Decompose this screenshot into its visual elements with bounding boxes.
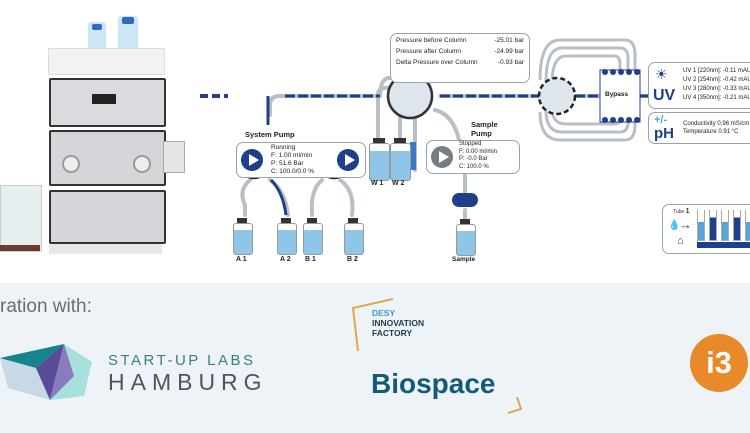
pressure-row: Delta Pressure over Column-0.93 bar — [396, 59, 524, 66]
sample-pump-panel: Stopped F: 0.00 ml/min P: -0.0 Bar C: 10… — [426, 140, 520, 174]
bottle-icon — [369, 143, 390, 181]
bottle-icon — [277, 223, 297, 255]
tube — [745, 210, 750, 241]
ph-sign: +/- — [654, 114, 668, 126]
uv-readout: UV 1 [220nm]: -0.11 mAU UV 2 [254nm]: -0… — [683, 68, 750, 101]
solvent-tray — [48, 48, 165, 75]
bypass-label: Bypass — [604, 91, 630, 98]
desy-logo-text: DESY INNOVATION FACTORY — [372, 308, 425, 338]
pump-module — [49, 190, 166, 244]
ph-panel: +/- pH Conductivity 0.96 mS/cm Temperatu… — [648, 112, 750, 144]
system-pump-readout: Running F: 1.00 ml/min P: 51.6 Bar C: 10… — [271, 144, 314, 175]
ph-label: pH — [654, 125, 674, 142]
fraction-collector-panel: Tube 1 💧 → ⌂ — [662, 204, 750, 254]
instrument-base — [49, 244, 162, 254]
solvent-bottle-icon — [118, 16, 138, 50]
biospace-logo-text: Biospace — [371, 368, 496, 399]
uv-panel: ☀ UV UV 1 [220nm]: -0.11 mAU UV 2 [254nm… — [648, 62, 750, 109]
sample-loop-icon — [452, 193, 478, 207]
system-pump-title: System Pump — [245, 130, 295, 139]
diagram-area: Bypass Pressure before Column-25.01 bar … — [0, 16, 750, 263]
bottle-icon — [456, 224, 476, 256]
bottle-cap-icon — [122, 17, 134, 24]
valve-icon — [133, 155, 151, 173]
bottle-icon — [303, 223, 323, 255]
desy-bracket-logo — [351, 298, 394, 352]
sample-pump-title: Sample Pump — [471, 120, 498, 138]
valve-icon — [62, 155, 80, 173]
uv-light-icon: ☀ — [655, 66, 668, 82]
sample-pump-readout: Stopped F: 0.00 ml/min P: -0.0 Bar C: 10… — [459, 141, 498, 170]
play-button-a[interactable] — [241, 149, 263, 171]
tube — [733, 210, 741, 241]
bottle-cap-icon — [281, 218, 291, 223]
tube — [697, 210, 705, 241]
pressure-row: Pressure before Column-25.01 bar — [396, 37, 524, 44]
system-pump-panel: Running F: 1.00 ml/min P: 51.6 Bar C: 10… — [236, 142, 366, 178]
tube — [709, 210, 717, 241]
fraction-collector-image — [0, 185, 42, 252]
i3-logo: i3 — [690, 334, 748, 392]
biospace-bracket-icon — [507, 396, 523, 414]
sample-pump-play-button[interactable] — [431, 146, 453, 168]
home-icon[interactable]: ⌂ — [677, 235, 684, 247]
bottle-icon — [233, 223, 253, 255]
pressure-panel: Pressure before Column-25.01 bar Pressur… — [390, 33, 530, 83]
tube-rack — [697, 210, 750, 241]
bottle-icon — [390, 143, 411, 181]
bottle-cap-icon — [237, 218, 247, 223]
bottle-cap-icon — [348, 218, 358, 223]
collector-progress-bar — [697, 242, 750, 248]
collaboration-text: ration with: — [0, 296, 92, 317]
bottle-cap-icon — [307, 218, 317, 223]
bottle-cap-icon — [394, 138, 406, 143]
bottle-icon — [344, 223, 364, 255]
ph-readout: Conductivity 0.96 mS/cm Temperature 0.91… — [683, 121, 750, 135]
detector-window — [92, 94, 116, 104]
drop-icon: 💧 — [668, 220, 681, 231]
tube-label: Tube 1 — [673, 208, 690, 215]
bottle-cap-icon — [92, 24, 102, 30]
partners-footer — [0, 283, 750, 433]
pressure-row: Pressure after Column-24.99 bar — [396, 48, 524, 55]
startup-labs-logo — [0, 344, 92, 400]
tube — [721, 210, 729, 241]
uv-label: UV — [653, 87, 676, 104]
bottle-cap-icon — [373, 138, 385, 143]
side-controller — [163, 141, 185, 173]
startup-labs-line2: HAMBURG — [108, 369, 268, 395]
bottle-cap-icon — [460, 219, 470, 224]
arrow-right-icon: → — [679, 217, 692, 232]
play-button-b[interactable] — [337, 149, 359, 171]
syringe-icon — [410, 142, 416, 170]
startup-labs-line1: START-UP LABS — [108, 352, 256, 369]
collector-base — [0, 245, 40, 251]
column-valve-icon — [537, 76, 577, 116]
